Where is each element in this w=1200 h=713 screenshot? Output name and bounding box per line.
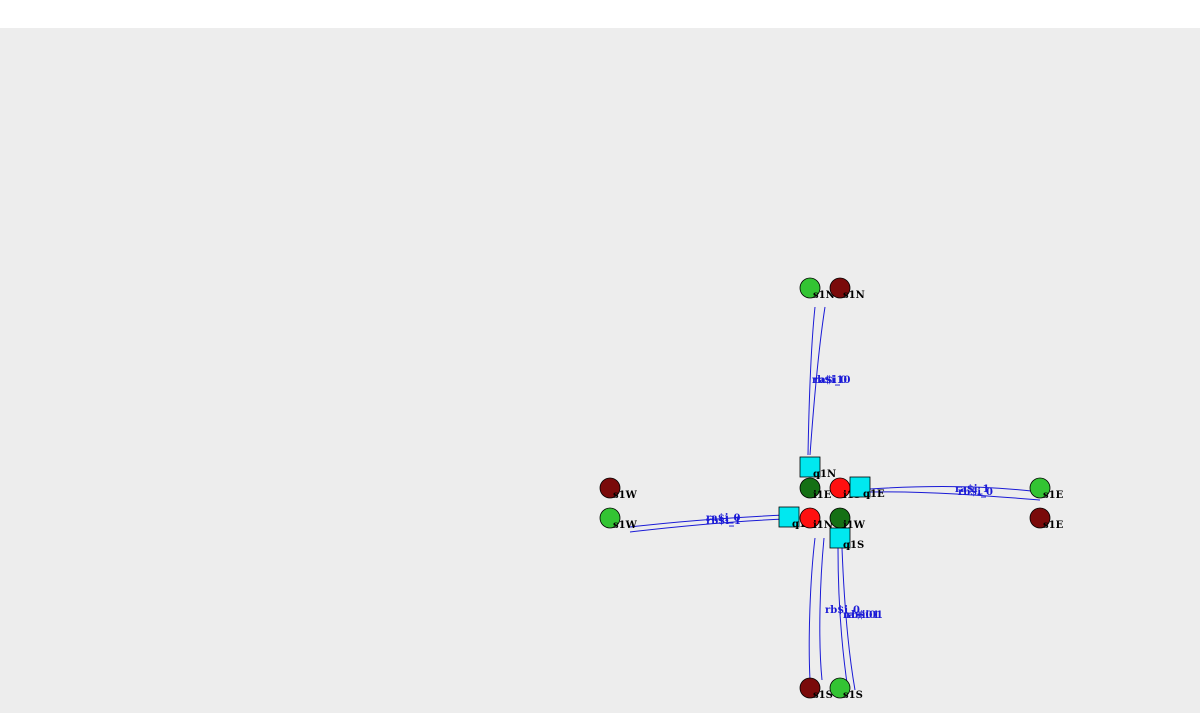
node-c_E[interactable] (799, 477, 821, 499)
node-label-c_E: i1E (813, 490, 832, 501)
edge-label-south-b: ra$i01 (843, 610, 879, 621)
node-label-k1W: s1W (613, 490, 638, 501)
edge-label-north-a: rb$i_0 (812, 375, 847, 386)
node-label-k1S: s1S (813, 690, 833, 701)
edge-label-south-c: rb$i01 (846, 610, 883, 621)
edge-5 (629, 518, 786, 533)
edge-1 (809, 306, 826, 456)
edge-label-west-b: rb$i_1 (706, 516, 741, 527)
edge-8 (837, 547, 849, 691)
edge-2 (869, 486, 1041, 493)
node-q1N[interactable] (799, 456, 821, 478)
top-strip (0, 0, 1200, 28)
nodes: s1Ns1Nq1Ni1Ei1Sq1Es1Es1Es1Ws1Wq1Wi1Ni1Wq… (599, 277, 1064, 701)
graph-canvas (0, 28, 1200, 713)
edge-0 (807, 306, 816, 456)
node-label-c_N: i1N (813, 520, 833, 531)
edge-3 (869, 491, 1041, 501)
node-label-s1W: s1W (613, 520, 638, 531)
node-label-q1S: q1S (843, 540, 864, 551)
node-s1N[interactable] (799, 277, 821, 299)
node-c_N[interactable] (799, 507, 821, 529)
node-k1N[interactable] (829, 277, 851, 299)
node-label-q1E: q1E (863, 489, 885, 500)
edge-label-east-b: rb$i_0 (958, 487, 993, 498)
edges (629, 306, 1041, 691)
edge-label-south-a: rb$i_0 (825, 605, 860, 616)
node-label-q1N: q1N (813, 469, 836, 480)
edge-7 (819, 537, 825, 681)
node-s1S[interactable] (829, 677, 851, 699)
node-k1E[interactable] (1029, 507, 1051, 529)
node-label-s1S: s1S (843, 690, 863, 701)
edge-6 (808, 537, 816, 681)
node-s1E[interactable] (1029, 477, 1051, 499)
edge-label-west-a: ra$i_0 (706, 513, 741, 524)
node-s1W[interactable] (599, 507, 621, 529)
edge-label-north-b: ra$i10 (814, 375, 850, 386)
node-label-s1E: s1E (1043, 490, 1064, 501)
node-label-k1N: s1N (843, 290, 865, 301)
node-q1W[interactable] (778, 506, 800, 528)
edge-9 (841, 547, 856, 691)
edge-label-east-a: ra$i_1 (955, 484, 989, 495)
edge-labels: rb$i_0ra$i10ra$i_1rb$i_0ra$i_0rb$i_1rb$i… (706, 375, 993, 621)
node-label-k1E: s1E (1043, 520, 1064, 531)
node-k1W[interactable] (599, 477, 621, 499)
edge-4 (629, 514, 786, 528)
node-q1S[interactable] (829, 527, 851, 549)
node-label-c_W: i1W (843, 520, 866, 531)
node-label-s1N: s1N (813, 290, 835, 301)
node-q1E[interactable] (849, 476, 871, 498)
node-k1S[interactable] (799, 677, 821, 699)
